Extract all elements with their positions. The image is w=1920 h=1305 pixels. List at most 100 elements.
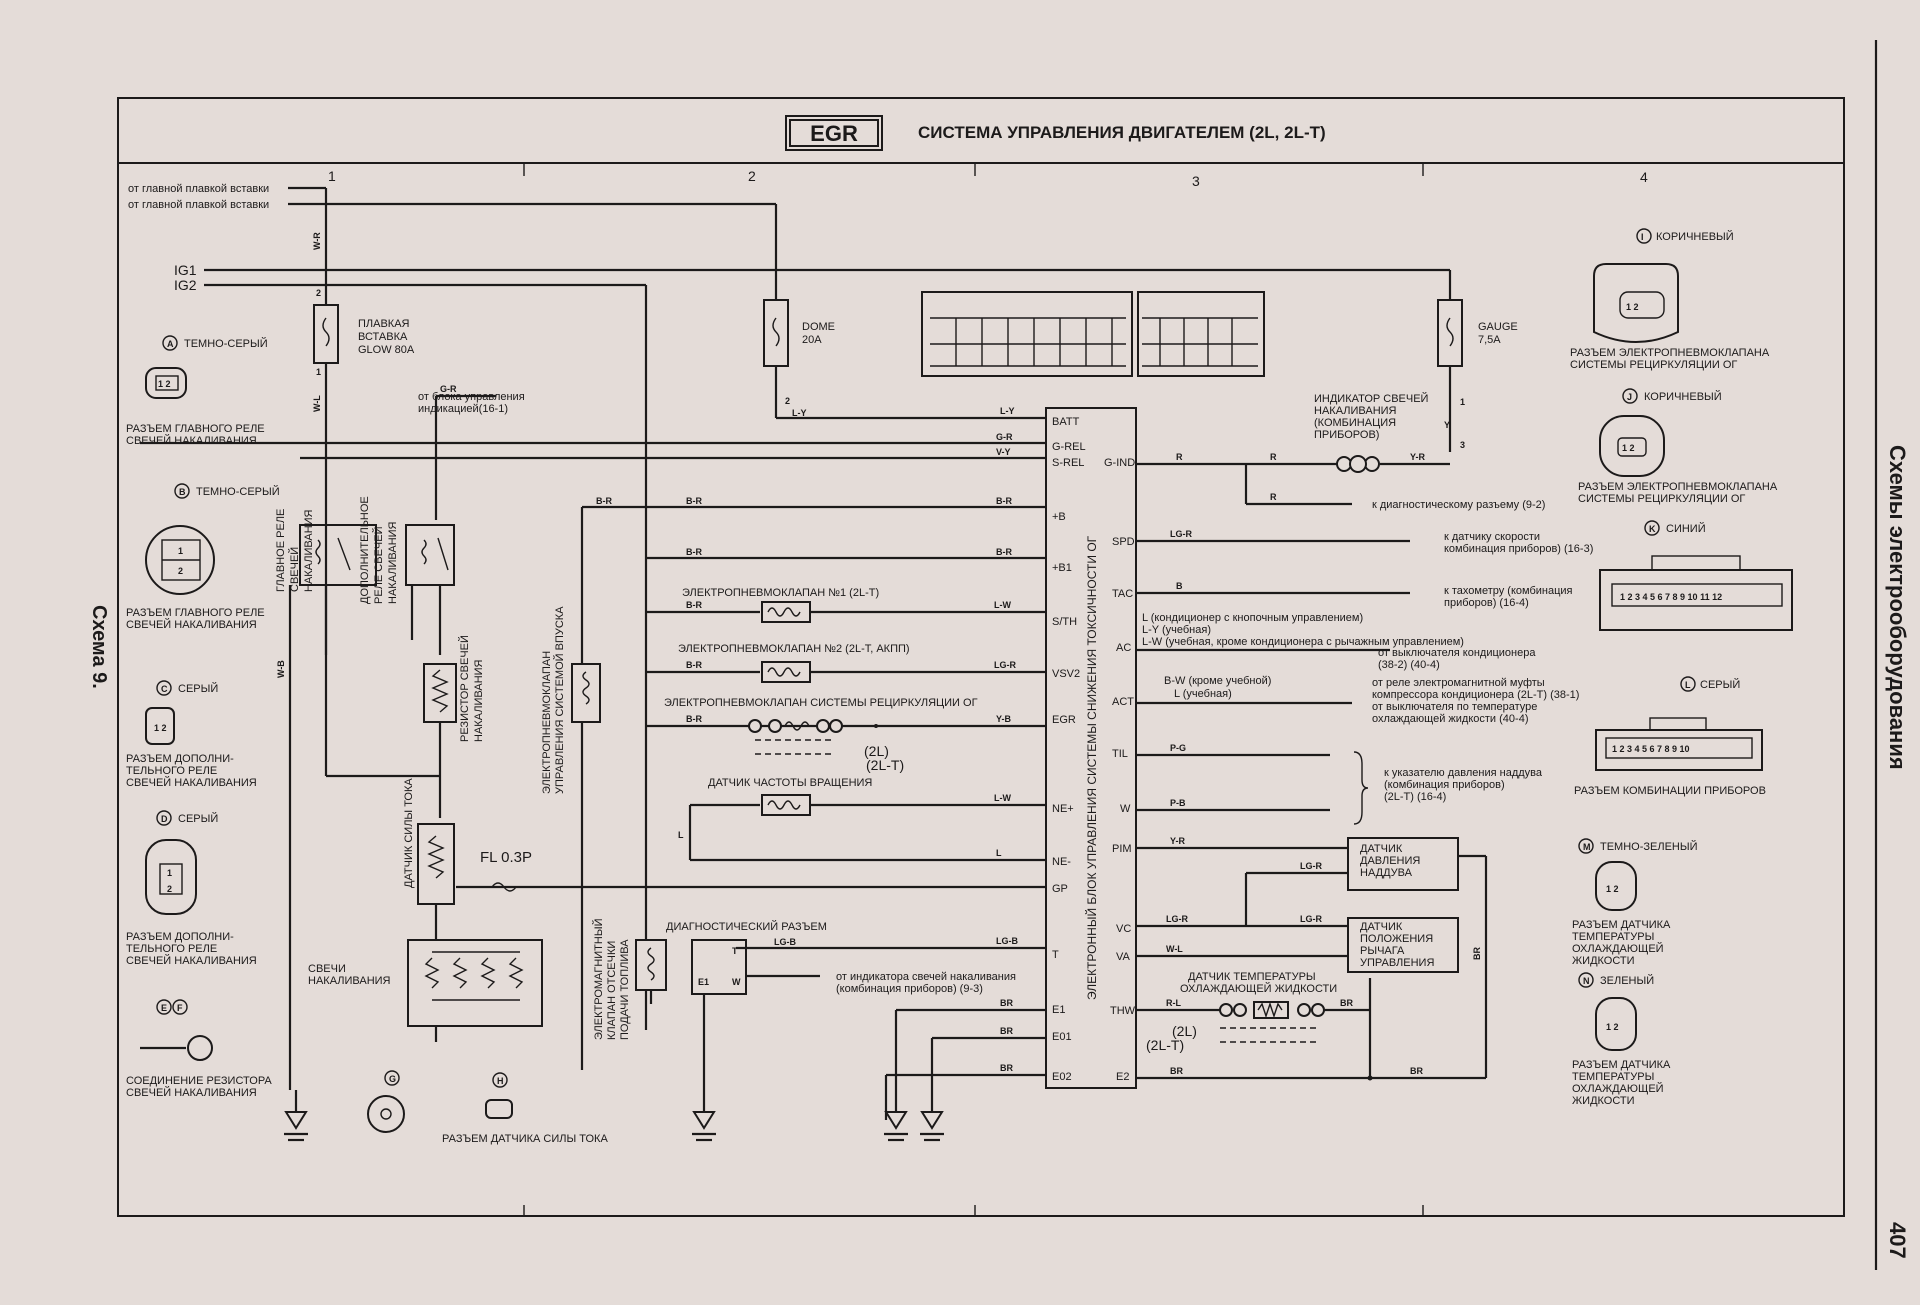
svg-text:G-R: G-R bbox=[996, 432, 1013, 442]
scheme-label: Схема 9. bbox=[88, 605, 110, 689]
svg-text:M: M bbox=[1583, 842, 1591, 852]
svg-text:GLOW 80A: GLOW 80A bbox=[358, 344, 415, 356]
fuse-gauge-label-1: GAUGE bbox=[1478, 321, 1518, 333]
svg-text:E1: E1 bbox=[698, 977, 709, 987]
svg-text:W-L: W-L bbox=[312, 395, 322, 412]
legend-connector-j: J КОРИЧНЕВЫЙ 1 2 РАЗЪЕМ ЭЛЕКТРОПНЕВМОКЛА… bbox=[1578, 388, 1778, 505]
svg-text:Y-R: Y-R bbox=[1170, 836, 1186, 846]
svg-text:BR: BR bbox=[1340, 998, 1353, 1008]
speed-sensor-label: ДАТЧИК ЧАСТОТЫ ВРАЩЕНИЯ bbox=[708, 777, 872, 789]
svg-text:T: T bbox=[732, 946, 738, 956]
column-2: 2 bbox=[748, 168, 756, 184]
svg-text:G: G bbox=[389, 1074, 396, 1084]
fuse-glow-80a bbox=[313, 304, 339, 364]
svg-text:комбинация приборов) (16-3): комбинация приборов) (16-3) bbox=[1444, 543, 1593, 555]
svg-text:LG-R: LG-R bbox=[1166, 914, 1188, 924]
svg-text:ТЕЛЬНОГО РЕЛЕ: ТЕЛЬНОГО РЕЛЕ bbox=[126, 765, 217, 777]
ecu-pin: THW bbox=[1110, 1005, 1136, 1017]
ecu-right-pins: G-IND SPD TAC AC ACT TIL W PIM VC VA THW… bbox=[1104, 457, 1136, 1083]
svg-text:НАКАЛИВАНИЯ: НАКАЛИВАНИЯ bbox=[308, 975, 391, 987]
svg-text:W: W bbox=[732, 977, 741, 987]
svg-text:НАДДУВА: НАДДУВА bbox=[1360, 867, 1413, 879]
glow-plugs bbox=[407, 939, 543, 1027]
svg-text:2: 2 bbox=[178, 566, 183, 576]
svg-text:P-G: P-G bbox=[1170, 743, 1186, 753]
svg-text:L: L bbox=[1685, 680, 1691, 690]
fuse-fl-label: FL 0.3P bbox=[480, 849, 532, 866]
svg-text:ПРИБОРОВ): ПРИБОРОВ) bbox=[1314, 429, 1379, 441]
svg-text:J: J bbox=[1627, 392, 1632, 402]
svg-text:1: 1 bbox=[316, 367, 321, 377]
svg-text:ЗЕЛЕНЫЙ: ЗЕЛЕНЫЙ bbox=[1600, 974, 1654, 987]
ecu-pin: EGR bbox=[1052, 714, 1076, 726]
current-sensor bbox=[417, 823, 455, 905]
out-diag: к диагностическому разъему (9-2) bbox=[1372, 499, 1545, 511]
svg-text:LG-B: LG-B bbox=[774, 937, 796, 947]
svg-text:СВЕЧЕЙ: СВЕЧЕЙ bbox=[288, 547, 301, 592]
vsv-intake-coil bbox=[571, 663, 601, 723]
variant-2l: (2L) bbox=[864, 743, 889, 759]
svg-text:F: F bbox=[177, 1003, 183, 1013]
ecu-pin: NE+ bbox=[1052, 803, 1074, 815]
vsv2-coil bbox=[761, 661, 811, 683]
ig1-label: IG1 bbox=[174, 262, 197, 278]
ecu-pin: VC bbox=[1116, 923, 1131, 935]
svg-text:B-R: B-R bbox=[596, 496, 612, 506]
svg-text:от реле электромагнитной муфты: от реле электромагнитной муфты bbox=[1372, 677, 1545, 689]
ground-c-3 bbox=[920, 1111, 944, 1142]
svg-text:B-R: B-R bbox=[686, 600, 702, 610]
svg-text:R: R bbox=[1176, 452, 1183, 462]
legend-connector-c: C СЕРЫЙ 1 2 РАЗЪЕМ ДОПОЛНИ- ТЕЛЬНОГО РЕЛ… bbox=[126, 680, 257, 789]
main-relay-label-1: ГЛАВНОЕ РЕЛЕ bbox=[275, 509, 287, 592]
svg-text:приборов) (16-4): приборов) (16-4) bbox=[1444, 597, 1529, 609]
legend-connector-m: M ТЕМНО-ЗЕЛЕНЫЙ 1 2 РАЗЪЕМ ДАТЧИКА ТЕМПЕ… bbox=[1572, 838, 1698, 967]
svg-text:3: 3 bbox=[1460, 440, 1465, 450]
svg-text:LG-R: LG-R bbox=[994, 660, 1016, 670]
svg-text:B-R: B-R bbox=[686, 660, 702, 670]
svg-text:РАЗЪЕМ ГЛАВНОГО РЕЛЕ: РАЗЪЕМ ГЛАВНОГО РЕЛЕ bbox=[126, 607, 265, 619]
svg-text:2: 2 bbox=[167, 884, 172, 894]
svg-text:СЕРЫЙ: СЕРЫЙ bbox=[178, 812, 218, 825]
svg-text:ЖИДКОСТИ: ЖИДКОСТИ bbox=[1572, 1095, 1635, 1107]
ecu-pin: W bbox=[1120, 803, 1131, 815]
svg-text:LG-R: LG-R bbox=[1170, 529, 1192, 539]
svg-text:W-B: W-B bbox=[276, 660, 286, 678]
svg-text:(38-2) (40-4): (38-2) (40-4) bbox=[1378, 659, 1440, 671]
svg-text:G-R: G-R bbox=[440, 384, 457, 394]
aux-relay bbox=[405, 524, 455, 586]
vsv-egr-label: ЭЛЕКТРОПНЕВМОКЛАПАН СИСТЕМЫ РЕЦИРКУЛЯЦИИ… bbox=[664, 697, 978, 709]
fuse-glow-label-1: ПЛАВКАЯ bbox=[358, 318, 410, 330]
ecu-pin: VSV2 bbox=[1052, 668, 1080, 680]
diag-connector bbox=[691, 939, 747, 995]
coolant-sensor-label-1: ДАТЧИК ТЕМПЕРАТУРЫ bbox=[1188, 971, 1316, 983]
svg-text:(КОМБИНАЦИЯ: (КОМБИНАЦИЯ bbox=[1314, 417, 1396, 429]
section-title: Схемы электрооборудования bbox=[1885, 445, 1910, 770]
svg-text:L-Y: L-Y bbox=[792, 408, 807, 418]
svg-text:охлаждающей жидкости (40-4): охлаждающей жидкости (40-4) bbox=[1372, 713, 1528, 725]
svg-text:СИСТЕМЫ РЕЦИРКУЛЯЦИИ ОГ: СИСТЕМЫ РЕЦИРКУЛЯЦИИ ОГ bbox=[1578, 493, 1745, 505]
ecu-pin: ACT bbox=[1112, 696, 1134, 708]
svg-text:СЕРЫЙ: СЕРЫЙ bbox=[1700, 678, 1740, 691]
svg-text:R-L: R-L bbox=[1166, 998, 1181, 1008]
svg-text:ТЕМПЕРАТУРЫ: ТЕМПЕРАТУРЫ bbox=[1572, 931, 1654, 943]
ecu-box bbox=[1045, 407, 1137, 1089]
svg-text:ОХЛАЖДАЮЩЕЙ: ОХЛАЖДАЮЩЕЙ bbox=[1572, 942, 1664, 955]
diag-from-1: от индикатора свечей накаливания bbox=[836, 971, 1016, 983]
svg-text:1 2: 1 2 bbox=[1606, 884, 1619, 894]
svg-text:(2L-T) (16-4): (2L-T) (16-4) bbox=[1384, 791, 1446, 803]
ecu-connector-grid bbox=[930, 317, 1258, 367]
coolant-sensor bbox=[1253, 1001, 1289, 1019]
svg-text:B-R: B-R bbox=[686, 496, 702, 506]
svg-text:1 2 3 4 5 6 7 8 9 10: 1 2 3 4 5 6 7 8 9 10 bbox=[1612, 744, 1690, 754]
svg-text:ОХЛАЖДАЮЩЕЙ: ОХЛАЖДАЮЩЕЙ bbox=[1572, 1082, 1664, 1095]
ecu-label: ЭЛЕКТРОННЫЙ БЛОК УПРАВЛЕНИЯ СИСТЕМЫ СНИЖ… bbox=[1084, 535, 1099, 1000]
ecu-pin: G-IND bbox=[1104, 457, 1135, 469]
lever-sensor-label-1: ДАТЧИК bbox=[1360, 921, 1403, 933]
svg-text:Y-B: Y-B bbox=[996, 714, 1012, 724]
vsv1-coil bbox=[761, 601, 811, 623]
out-tac-1: к тахометру (комбинация bbox=[1444, 585, 1573, 597]
svg-text:ДАВЛЕНИЯ: ДАВЛЕНИЯ bbox=[1360, 855, 1420, 867]
ecu-left-pins: BATT G-REL S-REL +B +B1 S/TH VSV2 EGR NE… bbox=[1052, 416, 1086, 1083]
svg-text:P-B: P-B bbox=[1170, 798, 1186, 808]
ig2-label: IG2 bbox=[174, 277, 197, 293]
